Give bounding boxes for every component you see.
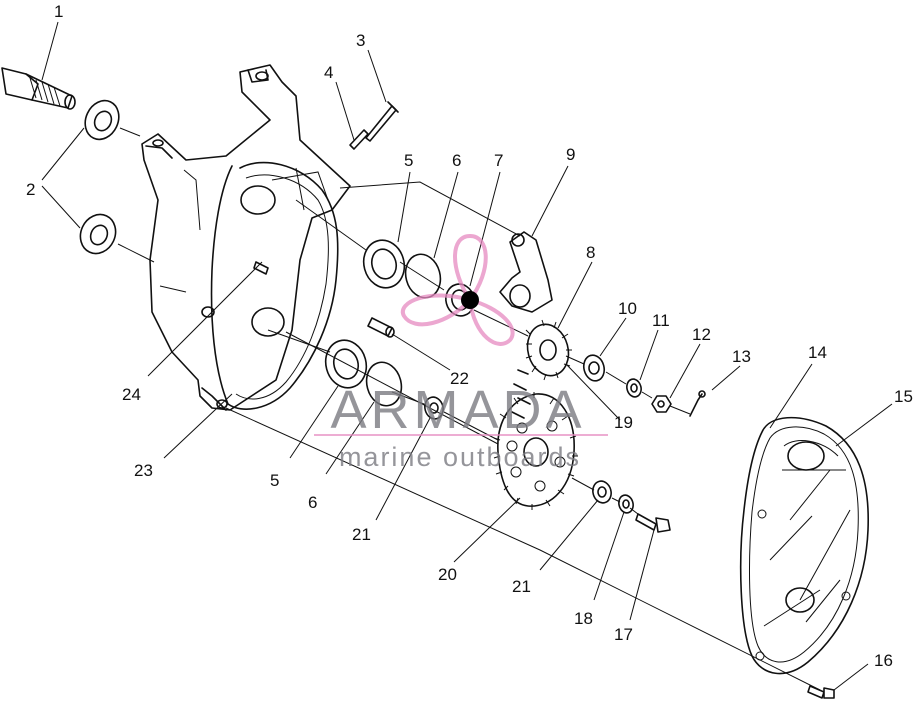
callout-22: 22: [450, 369, 469, 388]
callout-11: 11: [652, 311, 670, 330]
callout-3: 3: [356, 31, 365, 50]
callout-7: 7: [494, 151, 503, 170]
part-dowel-pins: [253, 261, 395, 338]
callout-18: 18: [574, 609, 593, 628]
callout-6b: 6: [308, 493, 317, 512]
callout-4: 4: [324, 63, 333, 82]
callout-6: 6: [452, 151, 461, 170]
callout-16: 16: [874, 651, 893, 670]
callout-8: 8: [586, 243, 595, 262]
assembly-lines: [117, 127, 821, 691]
watermark-rule: [314, 434, 608, 436]
watermark-brand: ARMADA: [330, 380, 585, 440]
part-chaincase-cover: [739, 416, 870, 675]
callout-24: 24: [122, 385, 141, 404]
propeller-logo: [400, 233, 515, 346]
part-bearings: [324, 239, 406, 389]
watermark-tagline: marine outboards: [339, 442, 581, 472]
callout-21: 21: [352, 525, 371, 544]
part-small-hardware: [424, 354, 835, 699]
callout-19: 19: [614, 413, 633, 432]
callout-23: 23: [134, 461, 153, 480]
part-bolt-stud: [349, 101, 399, 150]
callout-9: 9: [566, 145, 575, 164]
callout-1: 1: [54, 2, 63, 21]
callout-14: 14: [808, 343, 827, 362]
callout-10: 10: [618, 299, 637, 318]
part-oil-seals: [79, 99, 120, 255]
callout-12: 12: [692, 325, 711, 344]
callout-numbers: 1 2 3 4 5 6 7 9 8 10 11 12 13 14 15 24 2…: [26, 2, 913, 670]
part-tensioner-arm: [499, 231, 553, 313]
callout-15: 15: [894, 387, 913, 406]
leader-lines: [41, 21, 893, 691]
callout-2: 2: [26, 180, 35, 199]
part-sprockets: [493, 319, 578, 510]
callout-21b: 21: [512, 577, 531, 596]
callout-5: 5: [404, 151, 413, 170]
part-chaincase-housing: [141, 64, 351, 411]
callout-17: 17: [614, 625, 633, 644]
part-shaft: [1, 67, 76, 110]
callout-13: 13: [732, 347, 751, 366]
callout-5b: 5: [270, 471, 279, 490]
callout-20: 20: [438, 565, 457, 584]
